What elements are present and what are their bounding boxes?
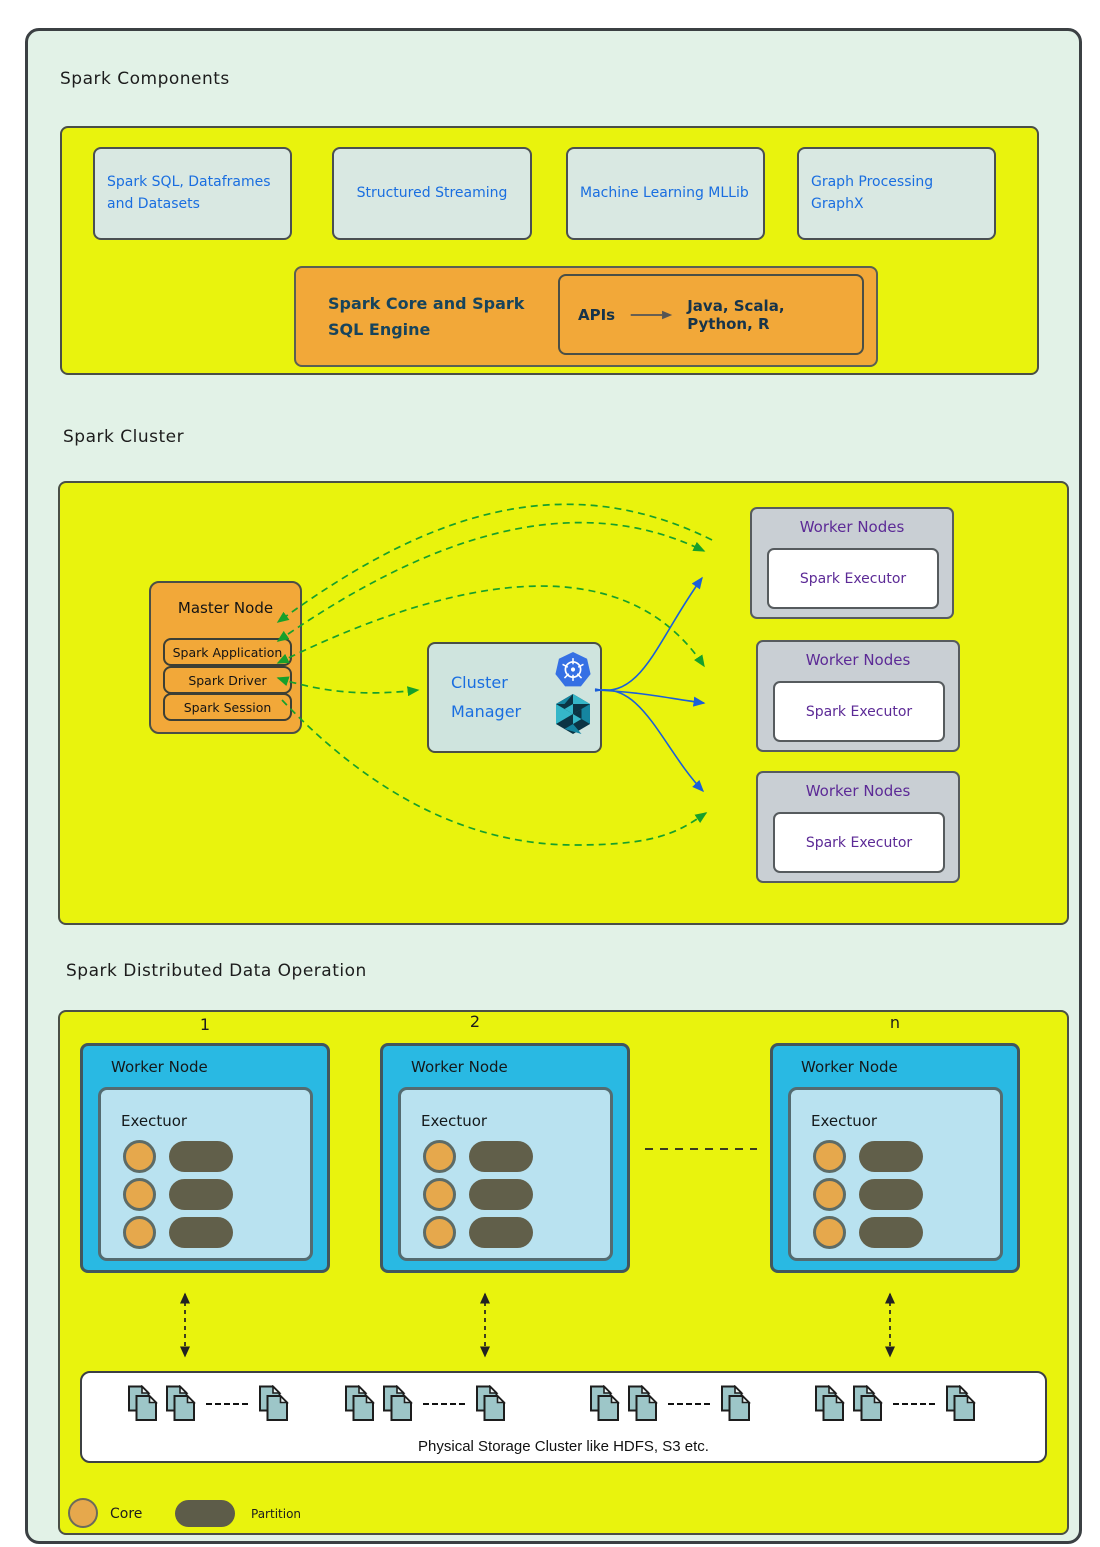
- ellipsis-dashes: [206, 1402, 248, 1405]
- file-copy-icon: [258, 1385, 289, 1422]
- spark-session-box: Spark Session: [163, 693, 292, 721]
- file-copy-icon: [382, 1385, 413, 1422]
- worker-node-title: Worker Node: [801, 1058, 898, 1076]
- cluster-manager-box: Cluster Manager: [427, 642, 602, 753]
- worker-nodes-title: Worker Nodes: [799, 518, 905, 536]
- core-icon: [423, 1216, 456, 1249]
- executor-box: Exectuor: [788, 1087, 1003, 1261]
- mesos-logo-icon: [556, 694, 590, 734]
- kubernetes-logo-icon: [555, 651, 591, 687]
- section-title-distributed: Spark Distributed Data Operation: [66, 961, 367, 981]
- ellipsis-dashes: [893, 1402, 935, 1405]
- component-spark-sql: Spark SQL, Dataframes and Datasets: [93, 147, 292, 240]
- cluster-manager-label: Cluster Manager: [451, 672, 522, 721]
- partition-icon: [469, 1141, 533, 1172]
- section-title-cluster: Spark Cluster: [63, 427, 185, 447]
- worker-nodes-box-2: Worker Nodes Spark Executor: [756, 640, 960, 752]
- master-node-box: Master Node Spark Application Spark Driv…: [149, 581, 302, 734]
- spark-application-box: Spark Application: [163, 638, 292, 666]
- file-copy-icon: [475, 1385, 506, 1422]
- spark-core-engine-label: Spark Core and Spark SQL Engine: [328, 293, 525, 339]
- spark-executor-box: Spark Executor: [767, 548, 939, 609]
- file-group-2: [344, 1385, 506, 1422]
- distributed-worker-node-1: Worker Node Exectuor: [80, 1043, 330, 1273]
- component-structured-streaming: Structured Streaming: [332, 147, 532, 240]
- partition-icon: [169, 1141, 233, 1172]
- core-icon: [123, 1216, 156, 1249]
- worker-node-title: Worker Node: [411, 1058, 508, 1076]
- node-index-1: 1: [199, 1015, 211, 1034]
- distributed-worker-node-2: Worker Node Exectuor: [380, 1043, 630, 1273]
- executor-box: Exectuor: [98, 1087, 313, 1261]
- file-group-3: [589, 1385, 751, 1422]
- apis-box: APIs Java, Scala, Python, R: [558, 274, 864, 355]
- storage-label: Physical Storage Cluster like HDFS, S3 e…: [418, 1438, 709, 1455]
- executor-label: Exectuor: [421, 1112, 488, 1130]
- core-partition-rows: [123, 1140, 233, 1249]
- core-icon: [123, 1140, 156, 1173]
- file-copy-icon: [165, 1385, 196, 1422]
- legend-partition-label: Partition: [251, 1507, 302, 1521]
- file-copy-icon: [852, 1385, 883, 1422]
- core-icon: [423, 1178, 456, 1211]
- right-arrow-icon: [630, 310, 673, 319]
- diagram-frame: Spark Components Spark SQL, Dataframes a…: [25, 28, 1082, 1544]
- core-icon: [813, 1178, 846, 1211]
- file-group-1: [127, 1385, 289, 1422]
- legend-core-label: Core: [110, 1506, 143, 1522]
- executor-box: Exectuor: [398, 1087, 613, 1261]
- spark-core-engine-box: Spark Core and Spark SQL Engine APIs Jav…: [294, 266, 878, 367]
- section-title-components: Spark Components: [60, 69, 230, 89]
- spark-executor-box: Spark Executor: [773, 812, 945, 873]
- file-copy-icon: [589, 1385, 620, 1422]
- ellipsis-dashes: [668, 1402, 710, 1405]
- partition-icon: [169, 1179, 233, 1210]
- file-copy-icon: [627, 1385, 658, 1422]
- file-group-4: [814, 1385, 976, 1422]
- executor-label: Exectuor: [121, 1112, 188, 1130]
- core-partition-rows: [813, 1140, 923, 1249]
- file-copy-icon: [945, 1385, 976, 1422]
- legend-core-icon: [68, 1498, 98, 1528]
- component-graphx: Graph Processing GraphX: [797, 147, 996, 240]
- file-copy-icon: [344, 1385, 375, 1422]
- apis-label: APIs: [578, 305, 616, 324]
- core-icon: [813, 1216, 846, 1249]
- component-mllib: Machine Learning MLLib: [566, 147, 765, 240]
- worker-nodes-title: Worker Nodes: [805, 782, 911, 800]
- worker-nodes-title: Worker Nodes: [805, 651, 911, 669]
- file-copy-icon: [720, 1385, 751, 1422]
- partition-icon: [859, 1217, 923, 1248]
- core-icon: [813, 1140, 846, 1173]
- partition-icon: [469, 1179, 533, 1210]
- distributed-worker-node-n: Worker Node Exectuor: [770, 1043, 1020, 1273]
- master-node-title: Master Node: [177, 599, 274, 617]
- node-index-n: n: [889, 1013, 901, 1032]
- worker-node-title: Worker Node: [111, 1058, 208, 1076]
- worker-nodes-box-1: Worker Nodes Spark Executor: [750, 507, 954, 619]
- partition-icon: [169, 1217, 233, 1248]
- physical-storage-box: Physical Storage Cluster like HDFS, S3 e…: [80, 1371, 1047, 1463]
- file-copy-icon: [127, 1385, 158, 1422]
- partition-icon: [859, 1179, 923, 1210]
- partition-icon: [469, 1217, 533, 1248]
- partition-icon: [859, 1141, 923, 1172]
- file-copy-icon: [814, 1385, 845, 1422]
- legend-partition-icon: [175, 1500, 235, 1527]
- core-partition-rows: [423, 1140, 533, 1249]
- spark-driver-box: Spark Driver: [163, 666, 292, 694]
- node-index-2: 2: [469, 1012, 481, 1031]
- ellipsis-dashes: [423, 1402, 465, 1405]
- cluster-panel: Master Node Spark Application Spark Driv…: [58, 481, 1069, 925]
- core-icon: [123, 1178, 156, 1211]
- spark-executor-box: Spark Executor: [773, 681, 945, 742]
- components-panel: Spark SQL, Dataframes and Datasets Struc…: [60, 126, 1039, 375]
- core-icon: [423, 1140, 456, 1173]
- apis-languages: Java, Scala, Python, R: [687, 296, 785, 333]
- worker-nodes-box-3: Worker Nodes Spark Executor: [756, 771, 960, 883]
- executor-label: Exectuor: [811, 1112, 878, 1130]
